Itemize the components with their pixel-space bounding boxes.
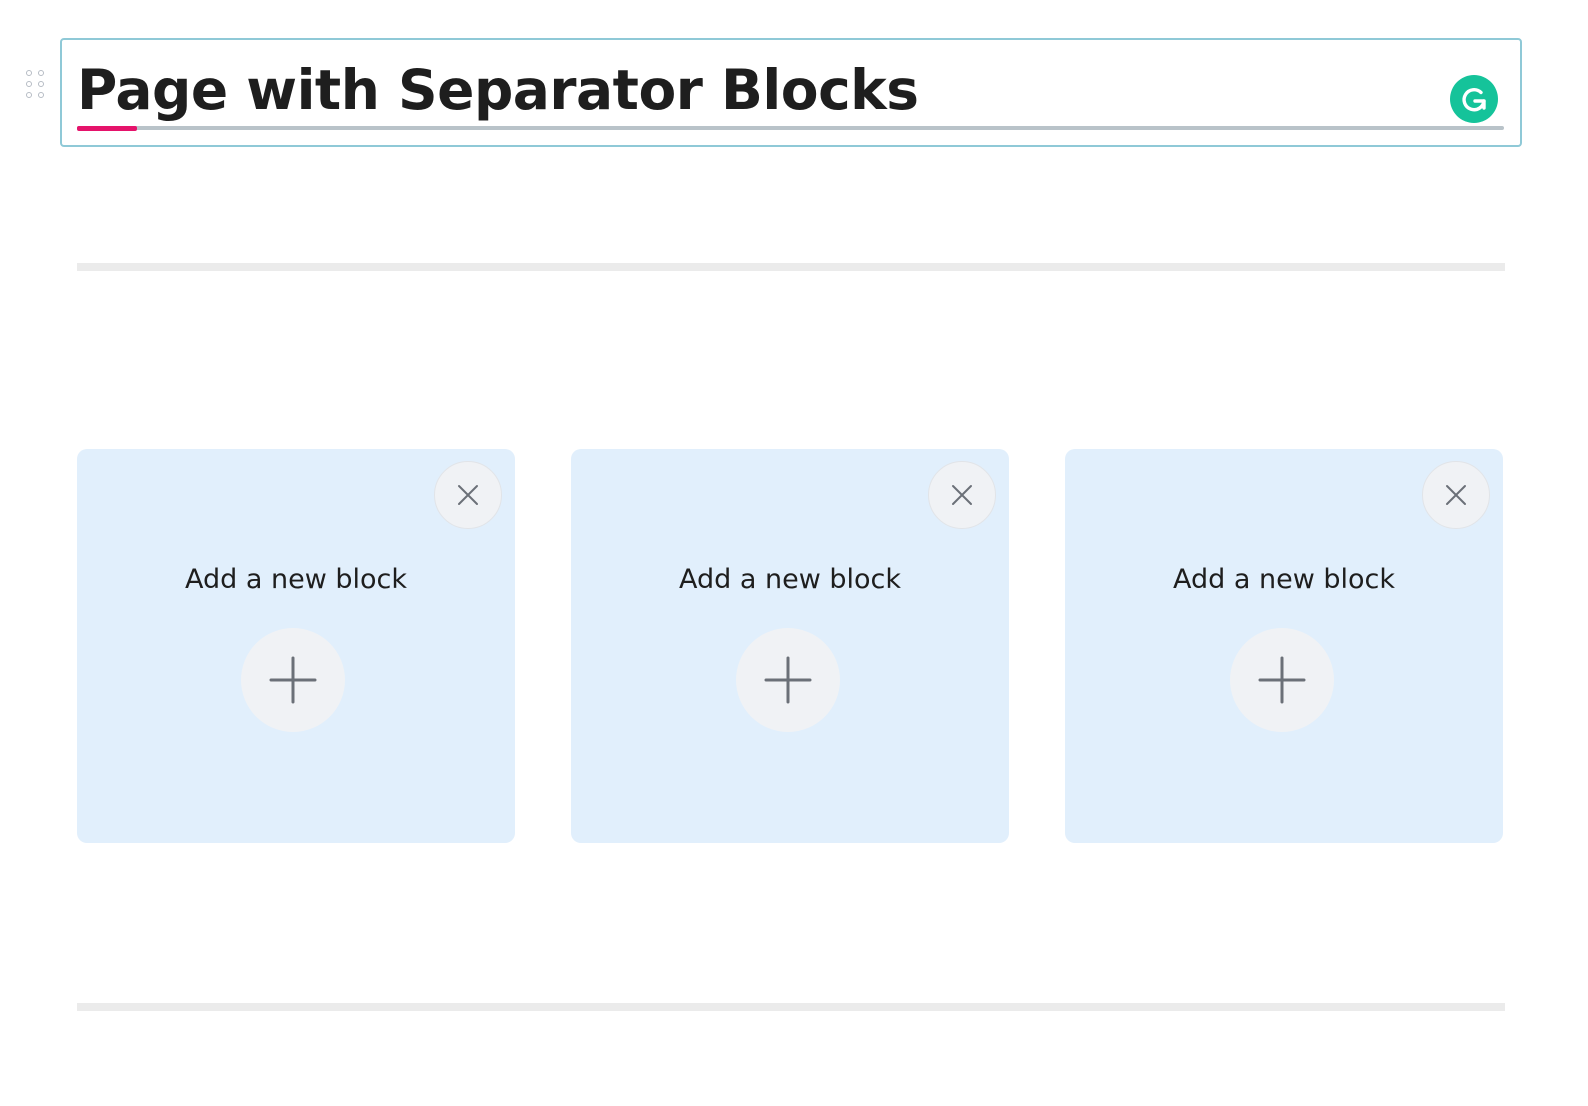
separator-block[interactable] <box>77 263 1505 271</box>
close-icon <box>1446 485 1466 505</box>
grammarly-g-icon <box>1462 88 1486 112</box>
add-block-label: Add a new block <box>184 564 407 595</box>
title-block[interactable]: Page with Separator Blocks <box>60 38 1522 147</box>
plus-icon <box>764 656 812 704</box>
remove-column-button[interactable] <box>434 461 502 529</box>
add-block-label: Add a new block <box>678 564 901 595</box>
spellcheck-underline <box>77 126 137 131</box>
page-title[interactable]: Page with Separator Blocks <box>77 58 919 122</box>
drag-handle-icon[interactable] <box>26 70 46 100</box>
drag-dot <box>26 70 32 76</box>
drag-dot <box>38 70 44 76</box>
grammarly-icon[interactable] <box>1450 75 1498 123</box>
drag-dot <box>26 92 32 98</box>
remove-column-button[interactable] <box>1422 461 1490 529</box>
add-block-button[interactable] <box>241 628 345 732</box>
drag-dot <box>38 81 44 87</box>
add-block-label: Add a new block <box>1172 564 1395 595</box>
add-block-button[interactable] <box>1230 628 1334 732</box>
columns-block: Add a new block Add a new block <box>77 449 1503 843</box>
plus-icon <box>1258 656 1306 704</box>
column-placeholder[interactable]: Add a new block <box>1065 449 1503 843</box>
close-icon <box>952 485 972 505</box>
plus-icon <box>269 656 317 704</box>
column-placeholder[interactable]: Add a new block <box>571 449 1009 843</box>
column-placeholder[interactable]: Add a new block <box>77 449 515 843</box>
title-underline <box>77 126 1504 130</box>
drag-dot <box>38 92 44 98</box>
remove-column-button[interactable] <box>928 461 996 529</box>
close-icon <box>458 485 478 505</box>
add-block-button[interactable] <box>736 628 840 732</box>
separator-block[interactable] <box>77 1003 1505 1011</box>
drag-dot <box>26 81 32 87</box>
